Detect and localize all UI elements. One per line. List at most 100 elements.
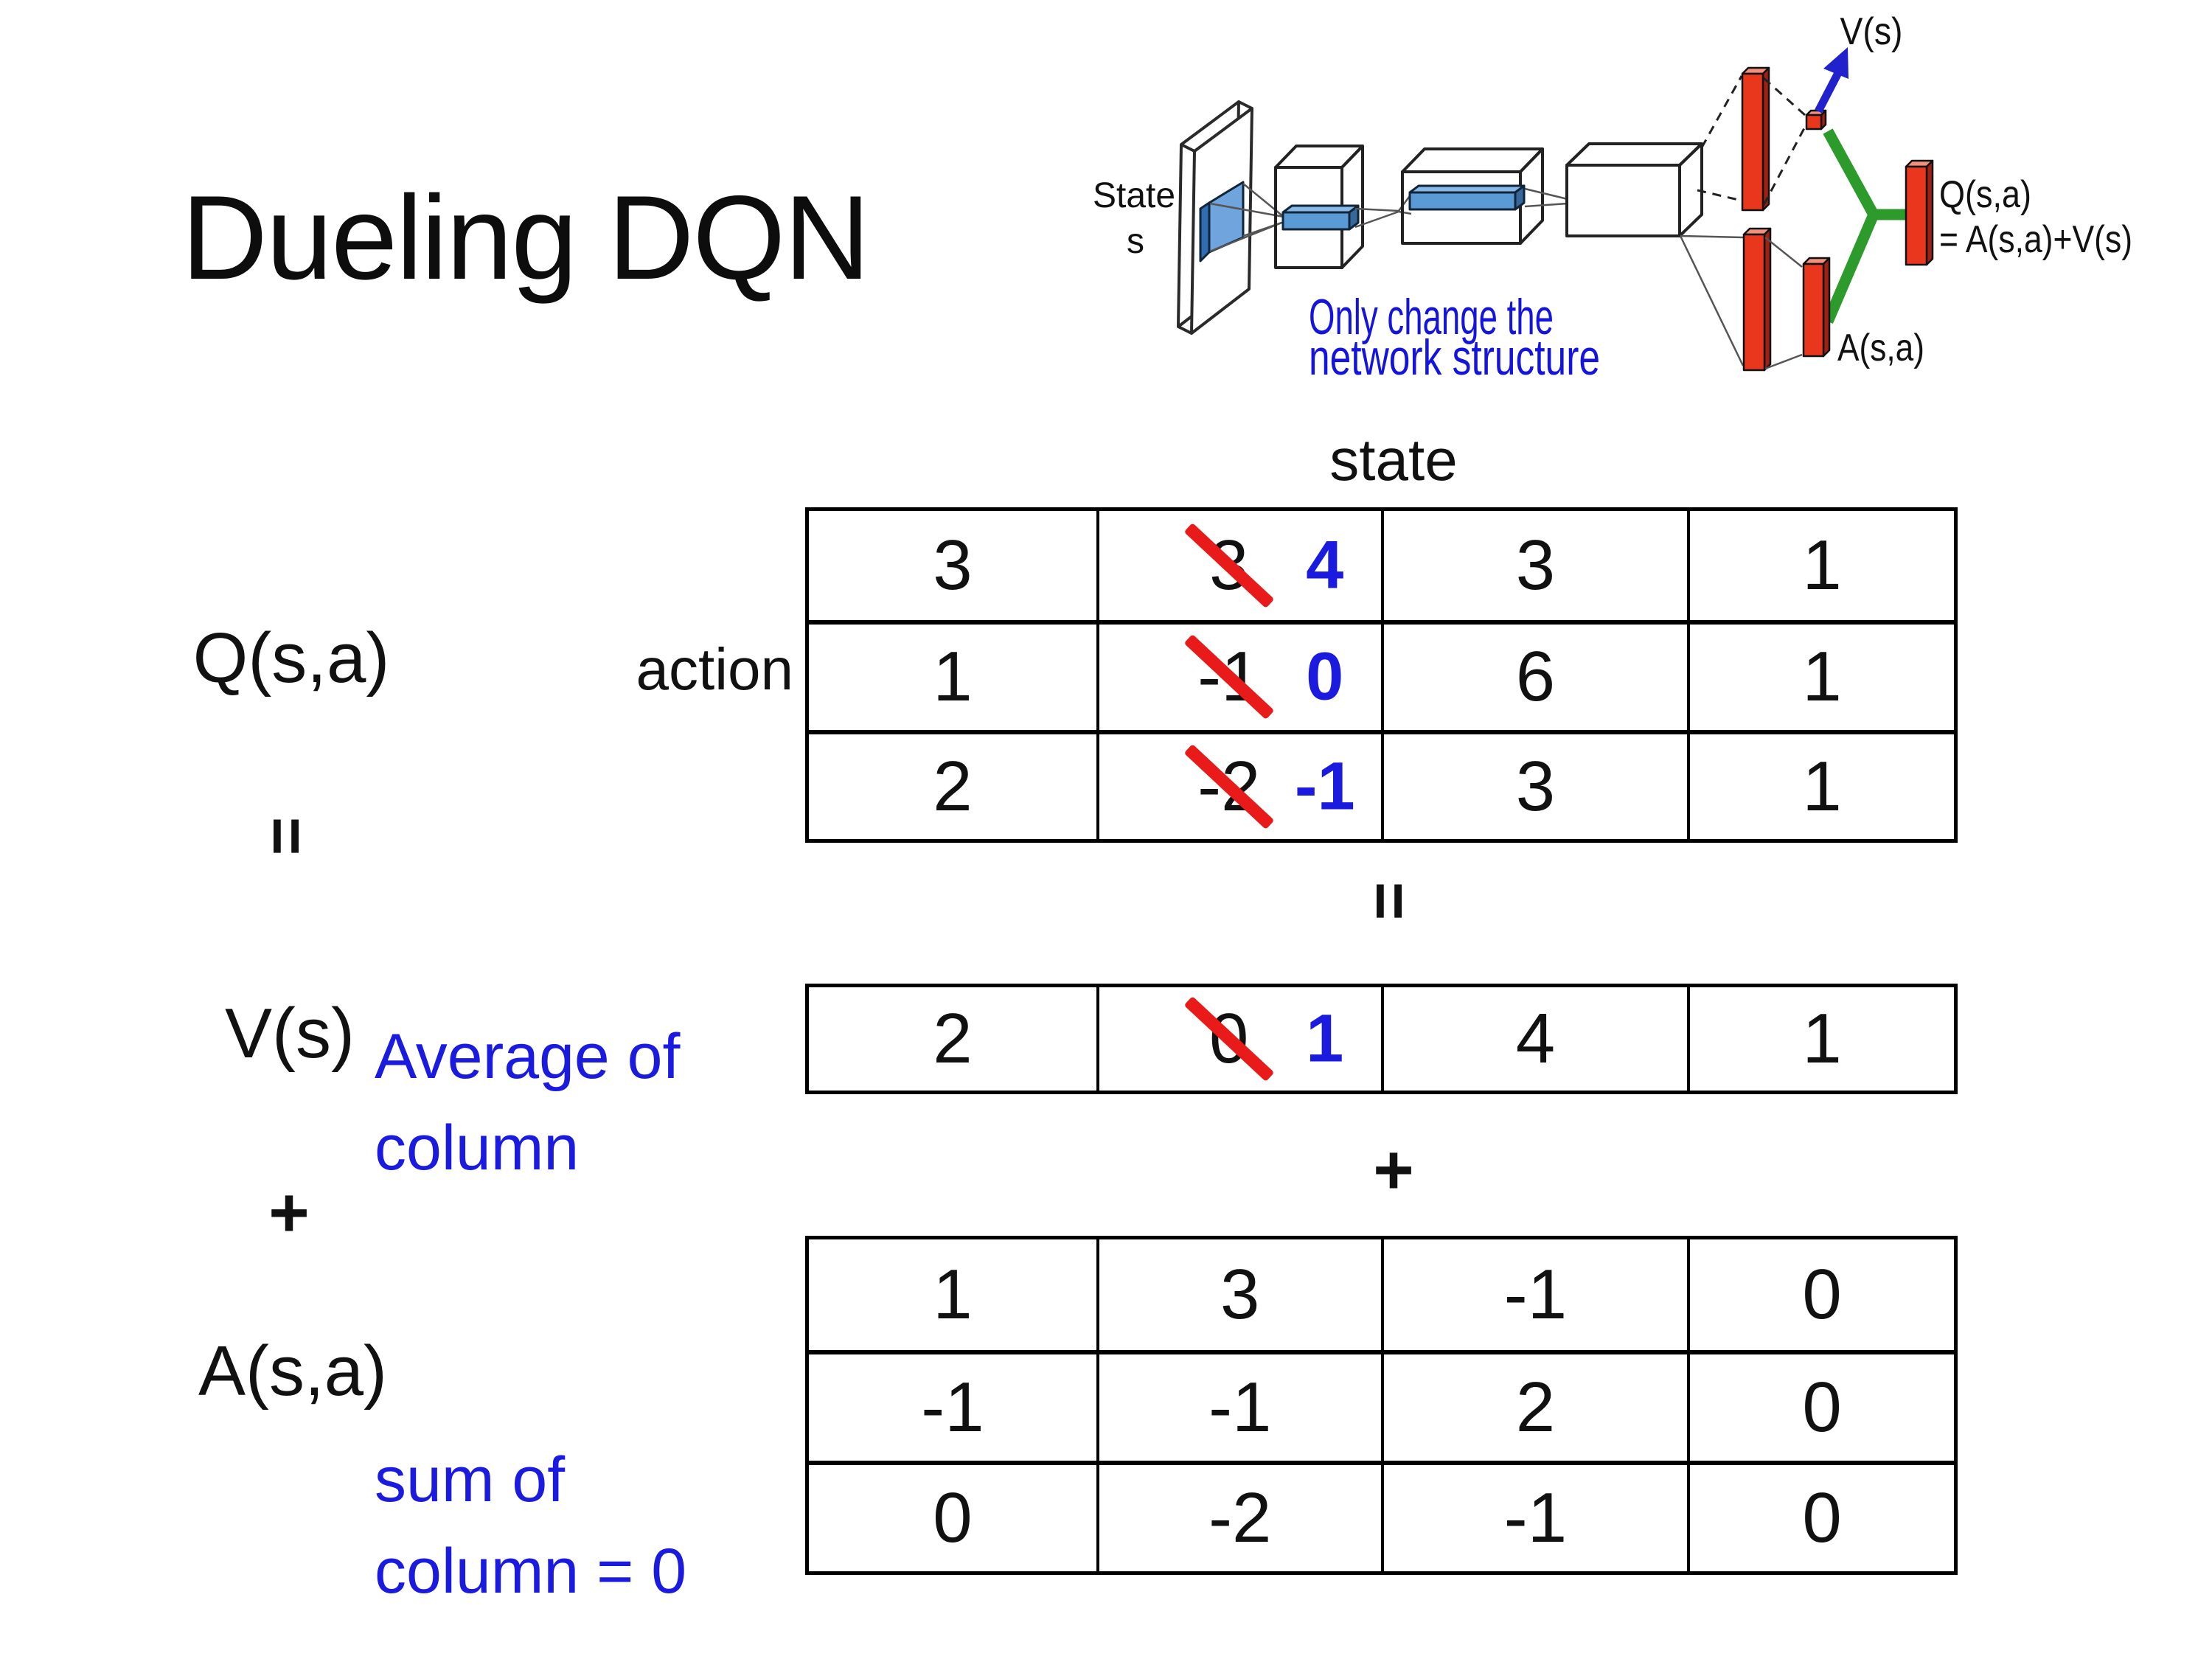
conv-box-2 [1401, 147, 1544, 245]
cell-value: -2 [1208, 1478, 1272, 1557]
conv-fan-lines-2 [1354, 193, 1413, 229]
cell-value: -1 [921, 1368, 984, 1447]
v-note-line2: column [375, 1112, 580, 1183]
cell-value: 6 [1515, 637, 1556, 717]
value-arrow-icon [1815, 47, 1848, 114]
network-diagram: State s Only change the network structur… [1093, 10, 2132, 386]
q-table-cell-r3c2: -2-1 [1096, 729, 1381, 839]
v-note-line1: Average of [375, 1021, 681, 1092]
advantage-vector-lines [1764, 237, 1803, 370]
cell-value: 3 [1220, 1255, 1260, 1334]
a-table-cell-r2c3: 2 [1380, 1350, 1688, 1461]
state-header: state [1329, 427, 1458, 493]
diagram-note-line1: Only change the [1309, 289, 1554, 345]
q-table-cell-r3c1: 2 [809, 729, 1096, 839]
a-note-line2: column = 0 [375, 1535, 687, 1607]
a-term-label: A(s,a) [198, 1332, 388, 1411]
merge-connector [1823, 128, 1911, 324]
cell-value: 1 [933, 1255, 973, 1334]
v-table-cell-r1c3: 4 [1380, 987, 1687, 1091]
value-node-lines [1762, 77, 1806, 206]
q-table-cell-r2c1: 1 [809, 620, 1096, 729]
cell-value: 2 [933, 999, 973, 1078]
a-table-cell-r2c1: -1 [809, 1350, 1096, 1461]
cell-value: 0 [1802, 1478, 1842, 1557]
new-value: 4 [1306, 527, 1344, 603]
new-value: 0 [1306, 639, 1344, 714]
q-table-cell-r2c2: -10 [1096, 620, 1381, 730]
diagram-q-output-label-line2: = A(s,a)+V(s) [1939, 218, 2132, 261]
cell-value: -1 [1503, 1478, 1568, 1557]
cell-value: 4 [1515, 999, 1556, 1078]
a-table: 1 3 -1 0 -1 -1 2 0 0 -2 -1 0 [805, 1236, 1958, 1575]
new-value: -1 [1294, 748, 1355, 824]
q-term-label: Q(s,a) [192, 619, 390, 698]
split-lines [1679, 75, 1745, 366]
equals-mid: = [1352, 881, 1426, 921]
v-table: 2 01 4 1 [805, 984, 1958, 1094]
equals-left: = [249, 816, 323, 856]
q-table-cell-r2c4: 1 [1687, 620, 1954, 730]
plus-mid: + [1373, 1131, 1414, 1209]
cell-value: 3 [1515, 526, 1556, 605]
diagram-v-output-label: V(s) [1840, 10, 1903, 53]
q-table-cell-r1c2: 34 [1096, 511, 1381, 621]
v-term-label: V(s) [225, 994, 355, 1073]
a-table-cell-r3c3: -1 [1380, 1461, 1688, 1571]
a-table-cell-r1c2: 3 [1096, 1239, 1381, 1350]
cell-value: 1 [1802, 526, 1842, 605]
cell-value: 1 [1802, 637, 1842, 717]
conv-box-3 [1565, 142, 1703, 237]
diagram-note-line2: network structure [1309, 330, 1600, 386]
conv-patch-icon [1199, 181, 1245, 262]
cell-value: 0 [1802, 1255, 1842, 1334]
cell-value: 0 [1802, 1368, 1842, 1447]
cell-value: 3 [933, 526, 973, 605]
q-table-cell-r1c1: 3 [809, 511, 1096, 620]
a-table-cell-r1c1: 1 [809, 1239, 1096, 1350]
v-table-cell-r1c4: 1 [1687, 987, 1954, 1091]
plus-left: + [268, 1174, 310, 1252]
a-table-cell-r2c4: 0 [1687, 1350, 1954, 1461]
q-table-cell-r2c3: 6 [1380, 620, 1688, 730]
cell-value: -1 [1503, 1255, 1568, 1334]
cell-value: 3 [1515, 746, 1556, 826]
a-table-cell-r1c4: 0 [1687, 1239, 1954, 1350]
a-table-cell-r1c3: -1 [1380, 1239, 1687, 1350]
diagram-state-s-label: s [1127, 222, 1144, 261]
advantage-bar-icon [1802, 257, 1831, 358]
a-note: sum of column = 0 [375, 1435, 686, 1618]
q-table-cell-r3c4: 1 [1687, 729, 1954, 839]
fc-bar-value-stream [1741, 66, 1770, 212]
diagram-state-label: State [1093, 176, 1175, 215]
cell-value: 2 [1515, 1368, 1556, 1447]
page-title: Dueling DQN [181, 171, 870, 305]
a-note-line1: sum of [375, 1444, 566, 1515]
cell-value: 2 [933, 746, 973, 826]
q-output-bar-icon [1905, 159, 1934, 266]
conv-fan-lines-3 [1524, 187, 1568, 208]
a-table-cell-r2c2: -1 [1096, 1350, 1381, 1461]
a-table-cell-r3c4: 0 [1687, 1461, 1954, 1571]
q-table-cell-r3c3: 3 [1380, 729, 1688, 839]
new-value: 1 [1306, 1001, 1344, 1077]
action-header: action [636, 636, 793, 702]
diagram-a-output-label: A(s,a) [1837, 327, 1924, 369]
a-table-cell-r3c2: -2 [1096, 1461, 1381, 1571]
a-table-cell-r3c1: 0 [809, 1461, 1096, 1571]
cell-value: -1 [1208, 1368, 1272, 1447]
conv-feature-bar-1 [1281, 204, 1360, 231]
cell-value: 0 [933, 1478, 973, 1557]
q-table-cell-r1c4: 1 [1687, 511, 1954, 621]
conv-feature-bar-2 [1408, 184, 1526, 211]
diagram-q-output-label-line1: Q(s,a) [1939, 173, 2031, 216]
v-table-cell-r1c2: 01 [1096, 987, 1381, 1091]
v-note: Average of column [375, 1012, 680, 1194]
q-table-cell-r1c3: 3 [1380, 511, 1687, 621]
v-table-cell-r1c1: 2 [809, 987, 1096, 1091]
cell-value: 1 [1802, 999, 1842, 1078]
cell-value: 1 [1802, 746, 1842, 826]
fc-bar-advantage-stream [1742, 227, 1772, 372]
